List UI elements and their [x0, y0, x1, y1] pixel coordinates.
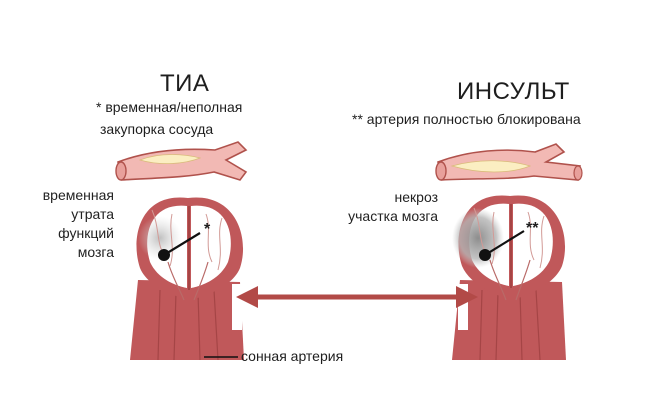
title-stroke: ИНСУЛЬТ: [457, 78, 570, 106]
occlusion-point-tia: [158, 249, 170, 261]
stroke-effect-label: некроз участка мозга: [310, 188, 438, 226]
comparison-arrow: [236, 286, 478, 308]
tia-marker: *: [204, 221, 210, 239]
carotid-artery-label: сонная артерия: [241, 347, 343, 365]
occlusion-point-stroke: [479, 249, 491, 261]
tia-effect-line: функций: [18, 224, 114, 243]
stroke-note: ** артерия полностью блокирована: [352, 110, 581, 128]
tia-effect-line: временная: [18, 186, 114, 205]
necrosis-zone: [452, 208, 504, 268]
tia-effect-label: временная утрата функций мозга: [18, 186, 114, 262]
tia-note-line2: закупорка сосуда: [100, 120, 213, 138]
title-tia: ТИА: [160, 70, 209, 98]
stroke-effect-line: некроз: [310, 188, 438, 207]
tia-note-line1: * временная/неполная: [96, 98, 242, 116]
vessel-partial: [116, 142, 246, 180]
tia-effect-line: утрата: [18, 205, 114, 224]
stroke-marker: **: [526, 220, 538, 238]
tia-effect-line: мозга: [18, 243, 114, 262]
head-tia: [130, 197, 244, 360]
vessel-blocked: [436, 144, 582, 180]
head-stroke: [452, 195, 566, 360]
stroke-effect-line: участка мозга: [310, 207, 438, 226]
